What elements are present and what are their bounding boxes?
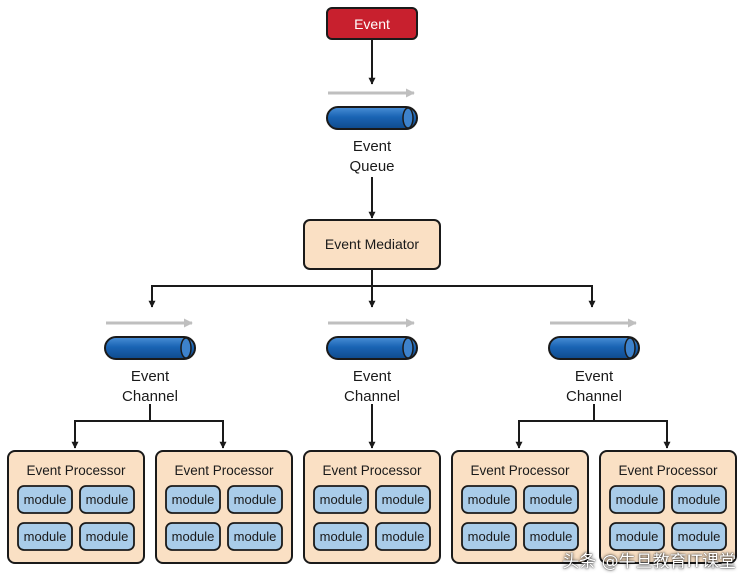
- module-label: module: [530, 492, 573, 507]
- module-box: module: [227, 522, 283, 551]
- channel-label-line2: Channel: [122, 388, 178, 405]
- event-processor-3: Event Processor module module module module: [303, 450, 441, 564]
- queue-label-line1: Event: [353, 138, 392, 155]
- queue-pipe: [326, 106, 418, 130]
- module-label: module: [530, 529, 573, 544]
- module-box: module: [609, 485, 665, 514]
- module-label: module: [616, 529, 659, 544]
- module-box: module: [461, 522, 517, 551]
- module-box: module: [79, 522, 135, 551]
- module-label: module: [24, 529, 67, 544]
- module-label: module: [382, 529, 425, 544]
- module-label: module: [86, 492, 129, 507]
- event-processor-1: Event Processor module module module module: [7, 450, 145, 564]
- module-label: module: [234, 492, 277, 507]
- module-box: module: [17, 522, 73, 551]
- channel-pipe: [548, 336, 640, 360]
- event-box: Event: [326, 7, 418, 40]
- module-box: module: [671, 485, 727, 514]
- module-label: module: [678, 529, 721, 544]
- processor-title: Event Processor: [470, 463, 570, 478]
- module-box: module: [523, 522, 579, 551]
- event-queue: Event Queue: [326, 88, 418, 175]
- module-box: module: [375, 522, 431, 551]
- module-label: module: [468, 529, 511, 544]
- module-label: module: [86, 529, 129, 544]
- module-label: module: [172, 492, 215, 507]
- channel-pipe-end: [402, 337, 414, 359]
- processor-title: Event Processor: [618, 463, 718, 478]
- module-label: module: [234, 529, 277, 544]
- channel-label-line2: Channel: [344, 388, 400, 405]
- module-box: module: [17, 485, 73, 514]
- channel-label-line1: Event: [131, 368, 170, 385]
- channel-label-line1: Event: [575, 368, 614, 385]
- module-label: module: [320, 529, 363, 544]
- queue-pipe-end: [402, 107, 414, 129]
- channel-label-line2: Channel: [566, 388, 622, 405]
- module-box: module: [313, 485, 369, 514]
- channel-label-line1: Event: [353, 368, 392, 385]
- module-box: module: [671, 522, 727, 551]
- module-box: module: [165, 522, 221, 551]
- processor-title: Event Processor: [322, 463, 422, 478]
- channel-processor-connectors: [71, 404, 671, 449]
- module-label: module: [172, 529, 215, 544]
- queue-label-line2: Queue: [349, 158, 394, 175]
- channel-pipe-end: [180, 337, 192, 359]
- event-mediator-box: Event Mediator: [303, 219, 441, 270]
- watermark-text: 头条 @牛旦教育IT课堂: [562, 552, 736, 572]
- mediator-fanout-connector: [148, 269, 596, 308]
- event-processor-4: Event Processor module module module module: [451, 450, 589, 564]
- module-box: module: [375, 485, 431, 514]
- module-label: module: [678, 492, 721, 507]
- module-box: module: [313, 522, 369, 551]
- event-processor-2: Event Processor module module module module: [155, 450, 293, 564]
- module-box: module: [79, 485, 135, 514]
- module-label: module: [382, 492, 425, 507]
- module-box: module: [461, 485, 517, 514]
- module-box: module: [227, 485, 283, 514]
- module-label: module: [616, 492, 659, 507]
- module-box: module: [609, 522, 665, 551]
- module-label: module: [320, 492, 363, 507]
- mediator-label: Event Mediator: [325, 236, 419, 252]
- channel-pipe: [104, 336, 196, 360]
- channel-pipe: [326, 336, 418, 360]
- event-processor-5: Event Processor module module module module: [599, 450, 737, 564]
- processor-title: Event Processor: [174, 463, 274, 478]
- processor-title: Event Processor: [26, 463, 126, 478]
- event-label: Event: [354, 16, 390, 32]
- module-label: module: [24, 492, 67, 507]
- module-box: module: [523, 485, 579, 514]
- module-box: module: [165, 485, 221, 514]
- module-label: module: [468, 492, 511, 507]
- channel-pipe-end: [624, 337, 636, 359]
